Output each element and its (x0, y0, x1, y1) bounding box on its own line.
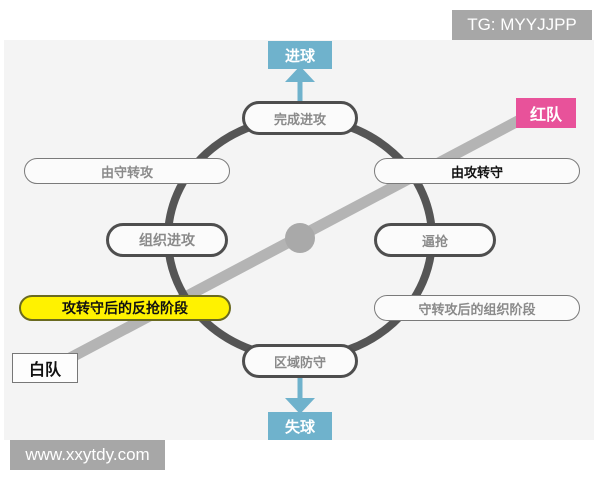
phase-pressing-label: 逼抢 (421, 234, 448, 250)
phase-organize-attack: 组织进攻 (106, 223, 228, 257)
transition-attack-to-defense: 由攻转守 (374, 158, 580, 184)
phase-complete-attack-label: 完成进攻 (273, 112, 326, 128)
phase-organize-attack-label: 组织进攻 (139, 233, 195, 249)
red-team-label-box: 红队 (516, 98, 576, 128)
goal-scored-label: 进球 (284, 46, 315, 65)
transition-counter-press-phase-label: 攻转守后的反抢阶段 (62, 301, 188, 317)
transition-defense-to-attack-label: 由守转攻 (100, 165, 153, 181)
red-team-label: 红队 (529, 105, 562, 124)
phase-zone-defense: 区域防守 (242, 344, 358, 378)
arrow-up-icon (285, 66, 315, 82)
transition-build-up-phase-label: 守转攻后的组织阶段 (418, 302, 536, 318)
goal-conceded-box: 失球 (268, 412, 332, 440)
arrow-down-icon (285, 398, 315, 414)
phase-pressing: 逼抢 (374, 223, 496, 257)
transition-defense-to-attack: 由守转攻 (24, 158, 230, 184)
white-team-label: 白队 (28, 360, 61, 379)
white-team-label-box: 白队 (12, 353, 78, 383)
watermark-top-right-text: TG: MYYJJPP (467, 15, 577, 34)
transition-build-up-phase: 守转攻后的组织阶段 (374, 295, 580, 321)
transition-attack-to-defense-label: 由攻转守 (450, 165, 503, 181)
watermark-bottom-left-text: www.xxytdy.com (25, 445, 150, 464)
watermark-bottom-left: www.xxytdy.com (10, 440, 165, 470)
transition-counter-press-phase: 攻转守后的反抢阶段 (19, 295, 231, 321)
goal-conceded-label: 失球 (284, 417, 315, 436)
phase-complete-attack: 完成进攻 (242, 101, 358, 135)
phase-zone-defense-label: 区域防守 (273, 355, 326, 371)
goal-scored-box: 进球 (268, 41, 332, 69)
watermark-top-right: TG: MYYJJPP (452, 10, 592, 40)
center-dot-icon (285, 223, 315, 253)
